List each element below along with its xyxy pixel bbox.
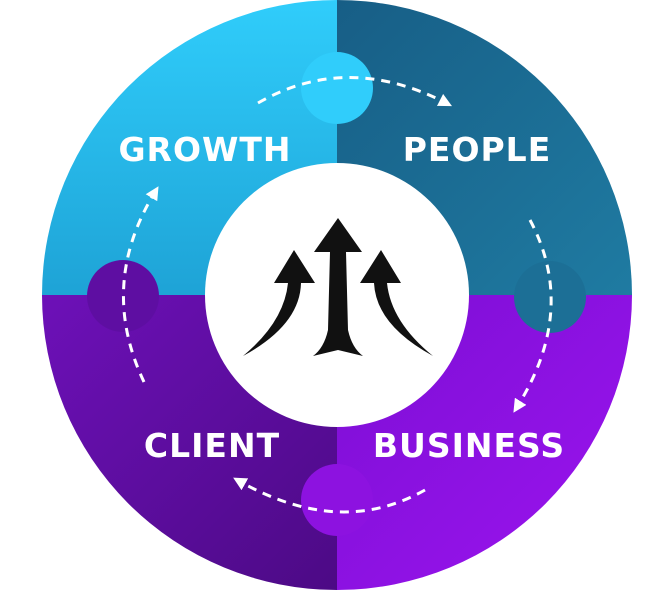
- cycle-arrow-right: [513, 219, 553, 413]
- growth-puzzle-tab: [301, 52, 373, 124]
- business-label: BUSINESS: [373, 426, 565, 465]
- cycle-arrow-top: [257, 76, 453, 107]
- people-label: PEOPLE: [403, 130, 552, 169]
- cycle-arrow-left: [121, 186, 159, 383]
- business-puzzle-tab: [301, 464, 373, 536]
- three-rising-arrows-icon: [243, 218, 433, 356]
- client-puzzle-tab: [87, 260, 159, 332]
- growth-label: GROWTH: [118, 130, 291, 169]
- cycle-arrow-bottom: [233, 477, 426, 514]
- client-label: CLIENT: [144, 426, 280, 465]
